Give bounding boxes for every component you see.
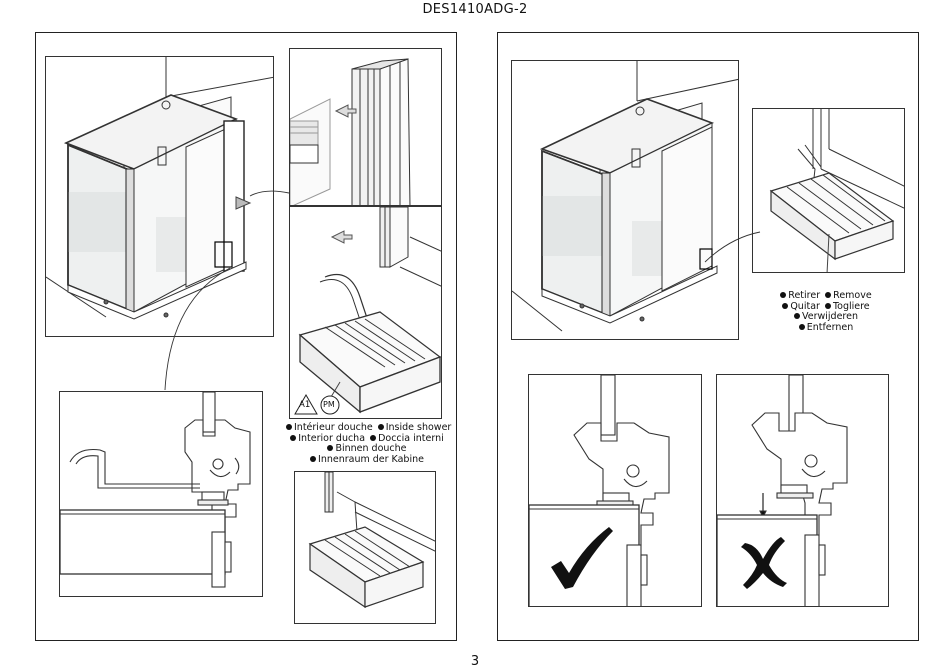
profile-closeup-figure <box>289 48 442 206</box>
caption-nl: Verwijderen <box>802 311 858 322</box>
language-dot-icon <box>782 302 789 309</box>
language-dot-icon <box>824 302 831 309</box>
cross-icon <box>741 537 787 589</box>
language-dot-icon <box>825 292 832 298</box>
correct-assembly-figure <box>528 374 702 607</box>
remove-cover-figure <box>752 108 905 273</box>
drain-cover-figure <box>289 206 442 419</box>
page-number: 3 <box>470 654 480 669</box>
remove-caption: Retirer Remove Quitar Togliere Verwijder… <box>760 290 890 333</box>
wrong-assembly-figure <box>716 374 889 607</box>
language-dot-icon <box>310 455 317 462</box>
document-code: DES1410ADG-2 <box>422 2 528 17</box>
language-dot-icon <box>794 313 800 319</box>
check-icon <box>551 527 613 589</box>
language-dot-icon <box>290 434 297 441</box>
caption-en: Inside shower <box>385 422 452 433</box>
badge-a1: A1 <box>299 400 311 410</box>
badge-pm: PM <box>323 400 335 409</box>
language-dot-icon <box>370 434 377 441</box>
caption-de: Entfernen <box>806 321 854 333</box>
caption-es: Quitar <box>790 300 820 312</box>
language-dot-icon <box>377 424 384 430</box>
language-dot-icon <box>286 424 292 430</box>
caption-en: Remove <box>833 290 872 301</box>
shower-cabin-overview-figure <box>45 56 274 337</box>
caption-de: Innenraum der Kabine <box>318 453 424 465</box>
drain-closeup-figure <box>294 471 436 624</box>
inside-shower-caption: Intérieur douche Inside shower Interior … <box>284 422 451 465</box>
shower-cabin-overview-right-figure <box>511 60 739 340</box>
caption-it: Doccia interni <box>378 432 444 444</box>
caption-fr: Retirer <box>788 290 821 301</box>
caption-es: Interior ducha <box>298 432 366 444</box>
caption-nl: Binnen douche <box>335 443 407 454</box>
caption-it: Togliere <box>832 300 870 312</box>
part-badges: A1 PM <box>294 393 344 415</box>
language-dot-icon <box>327 445 334 451</box>
profile-cross-section-figure <box>59 391 263 597</box>
language-dot-icon <box>780 292 787 298</box>
caption-fr: Intérieur douche <box>294 422 373 433</box>
language-dot-icon <box>798 323 805 330</box>
triangle-badge-icon <box>294 394 340 415</box>
